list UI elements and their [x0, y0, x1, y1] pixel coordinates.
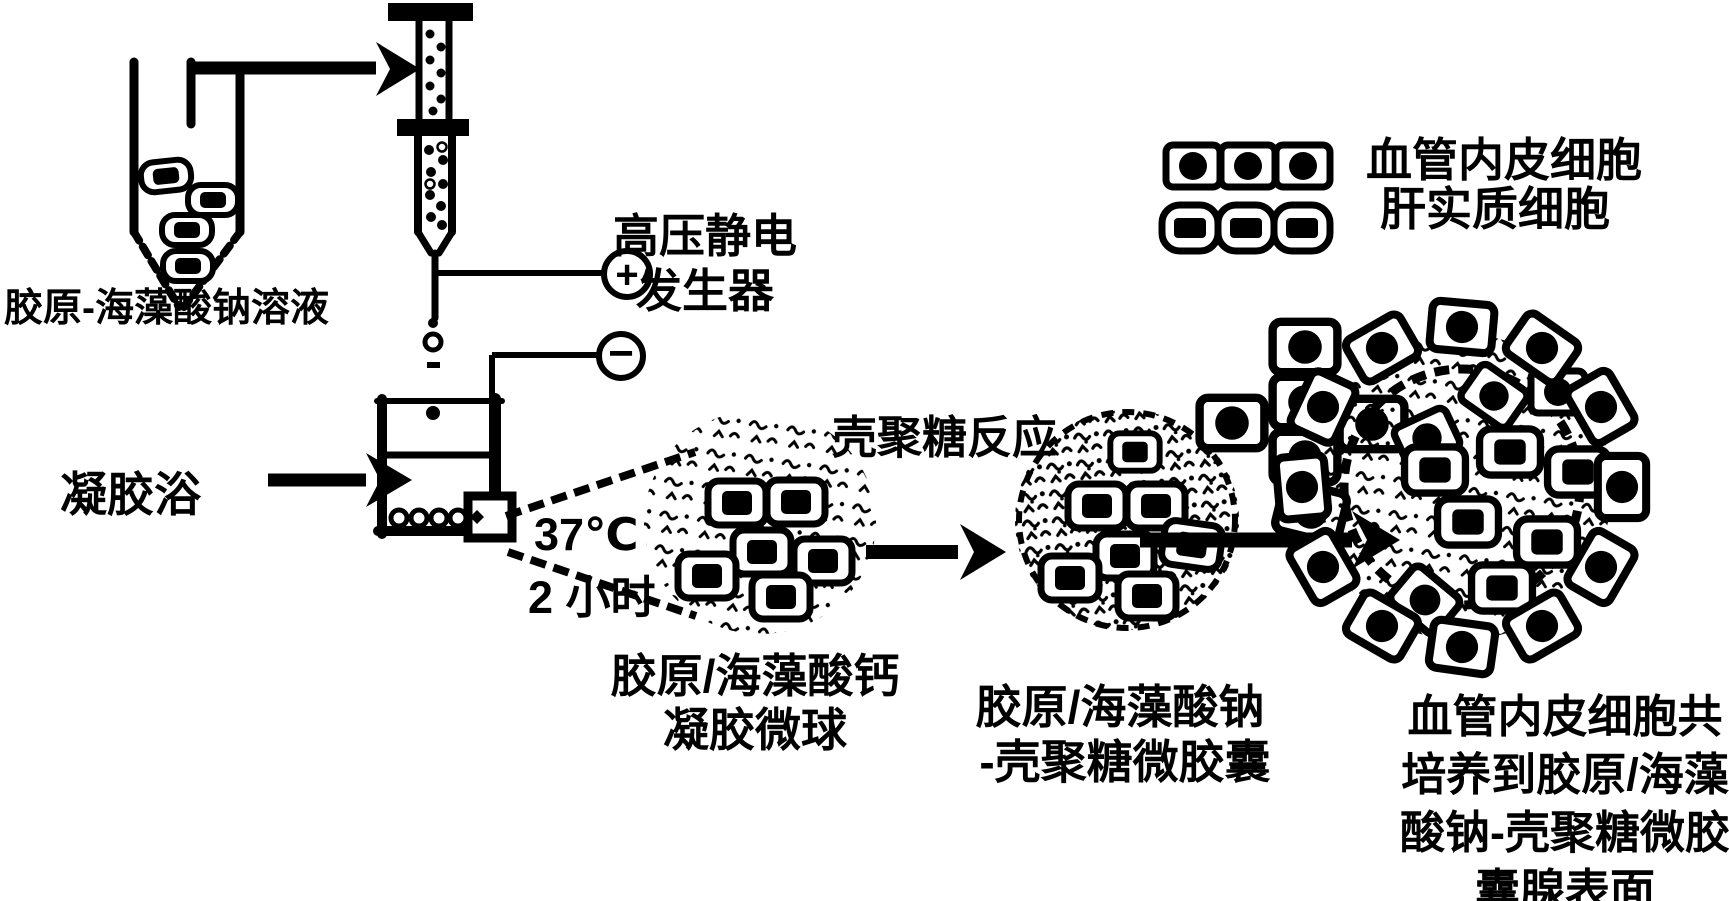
endothelial-cell — [1221, 145, 1275, 187]
hepatocyte-cell — [163, 251, 213, 281]
final-caption-line2: 培养到胶原/海藻 — [1400, 746, 1729, 804]
legend-hepatocyte-label: 肝实质细胞 — [1380, 183, 1610, 236]
hepatocyte-cell — [1218, 205, 1274, 251]
hepatocyte-cell — [678, 554, 736, 598]
negative-electrode: − — [492, 329, 643, 460]
generator-label-line2: 发生器 — [575, 265, 835, 318]
microsphere-label-line2: 凝胶微球 — [595, 704, 915, 757]
endothelial-cell — [1276, 145, 1330, 187]
gel-bath-beaker — [377, 399, 512, 538]
hepatocyte-cell — [1472, 565, 1533, 611]
endothelial-cell — [1429, 300, 1495, 354]
final-caption: 血管内皮细胞共 培养到胶原/海藻 酸钠-壳聚糖微胶 囊腺表面 — [1400, 688, 1729, 901]
hepatocyte-cell — [1274, 205, 1330, 251]
hepatocyte-cell — [1041, 556, 1099, 600]
microcapsule-label-line2: -壳聚糖微胶囊 — [950, 736, 1300, 789]
minus-icon: − — [608, 329, 634, 378]
bath-arrow — [268, 453, 412, 507]
endothelial-cell — [1273, 322, 1338, 372]
gel-bath-label: 凝胶浴 — [60, 468, 201, 522]
hepatocyte-cell — [733, 530, 791, 574]
generator-label-line1: 高压静电 — [575, 210, 835, 263]
endothelial-cell — [1166, 145, 1220, 187]
hepatocyte-cell — [1068, 484, 1126, 528]
final-caption-line4: 囊腺表面 — [1400, 862, 1729, 901]
legend-endothelial-cells — [1166, 145, 1330, 187]
droplets — [425, 318, 441, 368]
hepatocyte-cell — [752, 575, 810, 619]
hepatocyte-cell — [708, 481, 766, 525]
endothelial-cell — [1428, 619, 1496, 675]
hepatocyte-cell — [1405, 447, 1466, 493]
duration-label: 2 小时 — [528, 572, 656, 624]
hepatocyte-cell — [1517, 519, 1578, 565]
falling-droplet — [426, 406, 440, 420]
hepatocyte-cell — [140, 158, 193, 193]
transfer-arrow — [191, 42, 420, 96]
endothelial-cell — [1598, 456, 1646, 518]
hepatocyte-cell — [1118, 574, 1176, 618]
endothelial-cell — [1200, 398, 1265, 448]
temperature-label: 37℃ — [534, 509, 639, 561]
hepatocyte-cell — [188, 185, 238, 215]
microcapsule-label-line1: 胶原/海藻酸钠 — [960, 681, 1280, 734]
hepatocyte-cell — [1480, 429, 1541, 475]
final-caption-line1: 血管内皮细胞共 — [1400, 688, 1729, 746]
final-caption-line3: 酸钠-壳聚糖微胶 — [1400, 804, 1729, 862]
solution-dots — [426, 30, 446, 116]
microsphere-label-line1: 胶原/海藻酸钙 — [595, 650, 915, 703]
legend-hepatocyte-cells — [1162, 205, 1330, 251]
endothelial-cell — [1275, 454, 1329, 520]
legend-endothelial-label: 血管内皮细胞 — [1366, 134, 1642, 187]
chitosan-reaction-label: 壳聚糖反应 — [832, 412, 1057, 464]
hepatocyte-cell — [162, 215, 212, 245]
hepatocyte-cell — [1110, 433, 1159, 470]
reaction-arrow — [866, 524, 1006, 580]
hepatocyte-cell — [1162, 205, 1218, 251]
solution-label: 胶原-海藻酸钠溶液 — [4, 287, 329, 332]
hepatocyte-cell — [1438, 499, 1499, 545]
hepatocyte-cell — [767, 480, 825, 524]
